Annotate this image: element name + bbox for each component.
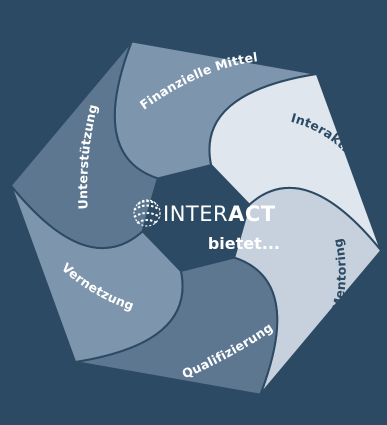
- logo-text-regular: INTER: [163, 202, 228, 226]
- interact-logo: INTERACT bietet...: [133, 199, 280, 253]
- segment-unterstuetzung: [9, 40, 160, 250]
- logo-wordmark: INTERACT: [163, 202, 276, 226]
- label-mentoring: Mentoring: [329, 237, 349, 312]
- tagline: bietet...: [208, 234, 280, 253]
- logo-text-bold: ACT: [228, 202, 276, 226]
- pinwheel-segments: [9, 40, 383, 396]
- dotted-sphere-icon: [133, 199, 161, 227]
